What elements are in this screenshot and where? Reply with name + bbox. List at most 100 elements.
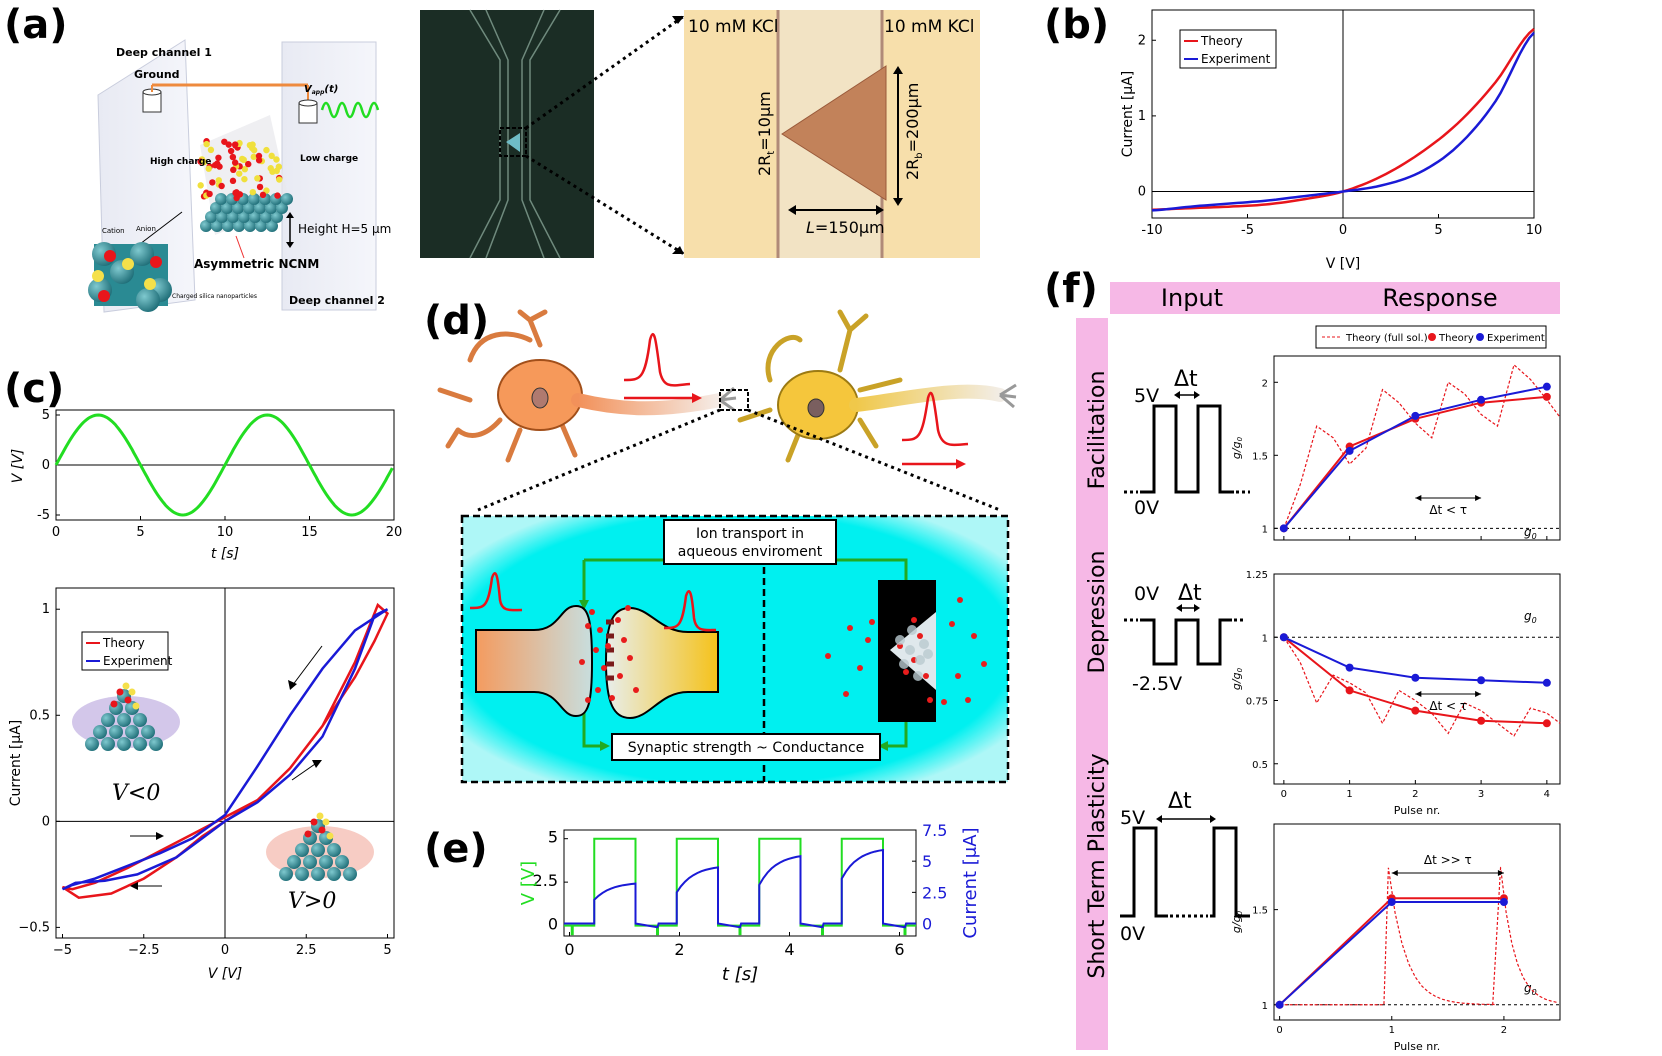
stp-dt-label: Δt — [1168, 789, 1192, 814]
x-axis-label: Pulse nr. — [1394, 1040, 1440, 1053]
legend-box — [81, 631, 169, 671]
ion — [927, 697, 933, 703]
hysteresis-theory — [61, 602, 390, 899]
stp-pulse-1 — [1120, 826, 1168, 918]
nanoparticle — [276, 202, 288, 214]
ion — [254, 175, 261, 182]
data-point — [1477, 716, 1486, 725]
nanoparticle — [295, 867, 309, 881]
nanoparticle — [248, 193, 260, 205]
ion — [230, 166, 237, 174]
neurotransmitter — [601, 665, 607, 671]
ion — [236, 170, 243, 177]
panel-label-c: (c) — [4, 366, 64, 412]
ion — [122, 258, 134, 270]
nanoparticle — [327, 843, 341, 857]
ion — [304, 830, 312, 838]
panel-d-neurons: Ion transport in aqueous enviroment Syna… — [437, 309, 1017, 784]
x-tick-label: 0 — [1276, 1025, 1282, 1036]
series-experiment — [1151, 31, 1535, 212]
y-tick-label: 0.5 — [29, 708, 50, 723]
loop-arrow — [291, 761, 319, 781]
nanoparticle — [923, 649, 933, 659]
spike-1-icon — [623, 332, 691, 387]
series-full-solution — [1283, 363, 1561, 529]
data-point — [1387, 898, 1396, 907]
ion — [949, 621, 955, 627]
ion — [259, 191, 267, 199]
ions-inset — [88, 242, 172, 312]
y-tick-label: 0.75 — [1246, 697, 1268, 708]
ion — [110, 700, 118, 708]
ion — [981, 661, 987, 667]
sine-series — [54, 413, 394, 517]
nanoparticle — [130, 242, 154, 266]
ion — [917, 633, 923, 639]
nanoparticle — [222, 220, 234, 232]
y-tick-label: 1 — [1138, 109, 1146, 124]
neurotransmitter — [625, 605, 631, 611]
arrowhead — [288, 680, 297, 690]
legend-label: Experiment — [1201, 52, 1271, 66]
x-tick-label: −5 — [53, 943, 72, 958]
nanoparticle — [117, 713, 131, 727]
y-tick-label: 0 — [548, 915, 558, 934]
nanoparticle — [266, 220, 278, 232]
nanoparticle — [287, 855, 301, 869]
x-tick-label: 2 — [674, 940, 684, 959]
ion — [911, 617, 917, 623]
plot-frame — [563, 829, 917, 937]
ion — [98, 290, 110, 302]
nanoparticle — [141, 725, 155, 739]
dep-low-label: -2.5V — [1132, 673, 1182, 695]
nanoparticle — [117, 737, 131, 751]
zoom-box — [499, 127, 527, 157]
nanoparticle — [327, 867, 341, 881]
nanoparticle-stack — [197, 138, 293, 232]
nanoparticle — [335, 855, 349, 869]
low-charge-label: Low charge — [300, 154, 358, 164]
y-tick-label: 1 — [1262, 633, 1268, 644]
row-stp-label: Short Term Plasticity — [1085, 753, 1110, 978]
nanoparticle — [255, 220, 267, 232]
nanoparticle — [905, 645, 915, 655]
nanoparticle — [295, 843, 309, 857]
neurotransmitter — [585, 623, 591, 629]
y-axis-label: Current [μA] — [8, 720, 24, 806]
ion — [843, 691, 849, 697]
ion — [865, 637, 871, 643]
neurotransmitter — [585, 697, 591, 703]
deep-channel-1-label: Deep channel 1 — [116, 46, 212, 59]
ion — [229, 177, 237, 185]
data-point — [1275, 1000, 1284, 1009]
nanoparticle — [243, 202, 255, 214]
legend-full-sol: Theory (full sol.) — [1345, 333, 1428, 344]
header-response: Response — [1382, 284, 1497, 312]
y-tick-label: 1 — [42, 602, 50, 617]
x-tick-label: 4 — [784, 940, 794, 959]
nanoparticle — [281, 193, 293, 205]
nanoparticle — [205, 211, 217, 223]
nanoparticle — [260, 211, 272, 223]
x-tick-label: 6 — [894, 940, 904, 959]
series-full-solution — [1283, 636, 1561, 737]
x-tick-label: 0 — [564, 940, 574, 959]
kcl-right-label: 10 mM KCl — [884, 17, 974, 37]
ion — [122, 682, 130, 690]
nanoparticle — [93, 725, 107, 739]
ion — [857, 665, 863, 671]
nanoparticle — [109, 725, 123, 739]
spike-2-icon — [901, 391, 969, 447]
nanoparticle — [215, 193, 227, 205]
x-tick-label: 5 — [383, 943, 391, 958]
x-tick-label: 4 — [1544, 789, 1550, 800]
data-point — [1411, 411, 1420, 420]
y2-tick-label: 7.5 — [922, 821, 947, 840]
y-axis-label-left: V [V] — [518, 861, 539, 905]
ion — [227, 147, 235, 155]
